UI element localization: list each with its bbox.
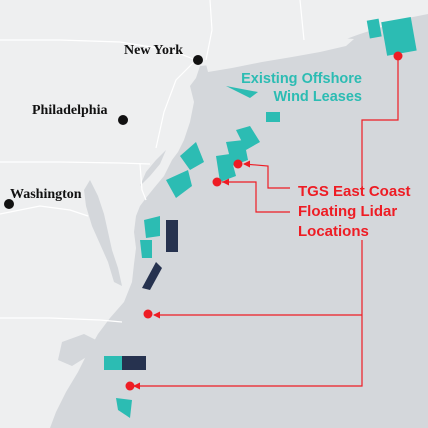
- wind-lease-areas: [104, 17, 417, 418]
- existing-leases-label: Existing Offshore Wind Leases: [241, 71, 362, 105]
- arrowhead-nj-1: [243, 160, 250, 168]
- border-nj-pa: [155, 59, 197, 149]
- border-ct-ri: [299, 0, 305, 41]
- lidar-label-line-2: Floating Lidar: [298, 203, 397, 220]
- leader-line-south: [134, 240, 363, 387]
- lidar-marker-new-jersey-north: [233, 159, 243, 169]
- pamlico-sound: [58, 334, 96, 366]
- border-va-nc: [0, 317, 123, 323]
- lease-area-nj-4: [180, 142, 204, 170]
- border-va-md: [0, 205, 89, 217]
- border-pa-md: [0, 161, 151, 165]
- lidar-leader-lines: [134, 56, 399, 387]
- existing-leases-label-line-1: Existing Offshore: [241, 71, 362, 87]
- city-dot-philadelphia: [118, 115, 128, 125]
- lease-area-carolina-navy: [122, 356, 146, 370]
- lease-cluster-new-jersey: [166, 126, 260, 198]
- existing-leases-label-line-2: Wind Leases: [273, 89, 362, 105]
- lease-area-carolina-teal: [104, 356, 124, 370]
- lidar-marker-virginia: [143, 309, 153, 319]
- lease-area-ny-bight: [226, 86, 258, 98]
- lidar-label-line-1: TGS East Coast: [298, 183, 411, 200]
- lease-area-nj-3: [216, 154, 236, 182]
- border-ny-pa: [0, 39, 197, 61]
- lidar-marker-new-jersey-south: [212, 177, 222, 187]
- lease-area-kitty-hawk: [142, 262, 162, 290]
- lidar-marker-north-carolina: [125, 381, 135, 391]
- leader-line-north: [361, 56, 399, 188]
- lease-area-delmarva-1: [144, 216, 160, 238]
- long-island: [206, 38, 354, 72]
- leader-line-nj-1: [243, 163, 290, 189]
- border-ny-ct: [205, 0, 213, 61]
- state-borders: [0, 0, 305, 323]
- chesapeake-bay: [84, 180, 122, 286]
- city-label-philadelphia: Philadelphia: [32, 103, 107, 118]
- lease-area-ma-1: [366, 18, 382, 39]
- lease-area-empire: [266, 112, 280, 122]
- lease-area-wilmington: [116, 398, 132, 418]
- city-dot-washington: [4, 199, 14, 209]
- lease-area-ma-2: [381, 17, 417, 56]
- city-label-washington: Washington: [10, 187, 82, 202]
- lease-area-nj-1: [236, 126, 260, 150]
- leader-line-nj-2: [222, 181, 290, 213]
- lease-area-delmarva-2: [140, 240, 152, 258]
- lidar-arrowheads: [133, 160, 250, 390]
- lease-cluster-massachusetts: [366, 17, 417, 56]
- lidar-markers: [125, 51, 403, 391]
- cities: New York Philadelphia Washington: [4, 43, 203, 209]
- arrowhead-virginia: [153, 311, 160, 319]
- city-dot-new-york: [193, 55, 203, 65]
- arrowhead-nj-2: [222, 178, 229, 186]
- lidar-marker-massachusetts: [393, 51, 403, 61]
- arrowhead-south: [133, 382, 140, 390]
- lease-area-nj-5: [166, 170, 192, 198]
- city-label-new-york: New York: [124, 43, 183, 58]
- lidar-locations-label: TGS East Coast Floating Lidar Locations: [298, 183, 411, 240]
- lidar-label-line-3: Locations: [298, 223, 369, 240]
- lease-area-virginia: [166, 220, 178, 252]
- border-de-md: [139, 163, 147, 201]
- delaware-bay: [140, 150, 166, 186]
